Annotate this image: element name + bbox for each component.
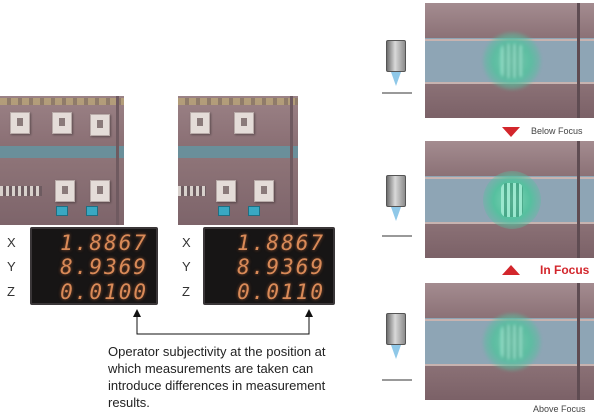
focus-spot (483, 313, 541, 371)
readout-display-right: 1.8867 8.9369 0.0110 (203, 227, 335, 305)
focus-spot (483, 171, 541, 229)
solder-pad (254, 180, 274, 202)
objective-lens-icon (382, 313, 412, 383)
readout-y-value: 8.9369 (60, 255, 148, 279)
smd-chip (248, 206, 260, 216)
readout-z-value: 0.0100 (60, 280, 148, 304)
axis-label-x: X (182, 235, 191, 250)
objective-lens-icon (382, 175, 412, 237)
solder-pad (52, 112, 72, 134)
solder-pad (234, 112, 254, 134)
axis-label-y: Y (7, 259, 16, 274)
solder-pad (216, 180, 236, 202)
readout-x-value: 1.8867 (60, 231, 148, 255)
solder-pad (90, 114, 110, 136)
solder-pad (90, 180, 110, 202)
focus-image-above (425, 283, 594, 400)
focus-label-above: Above Focus (533, 404, 586, 414)
readout-display-left: 1.8867 8.9369 0.0100 (30, 227, 158, 305)
camera-view-right (178, 96, 298, 225)
focus-spot (483, 32, 541, 90)
arrow-up-icon (502, 265, 520, 275)
focus-label-below: Below Focus (531, 126, 583, 136)
focus-image-in (425, 141, 594, 258)
objective-lens-icon (382, 40, 412, 100)
smd-chip (56, 206, 68, 216)
camera-view-left (0, 96, 124, 225)
caption-text: Operator subjectivity at the position at… (108, 344, 326, 410)
focus-image-below (425, 3, 594, 118)
readout-y-value: 8.9369 (237, 255, 325, 279)
axis-label-z: Z (7, 284, 15, 299)
solder-pad (55, 180, 75, 202)
axis-label-z: Z (182, 284, 190, 299)
readout-x-value: 1.8867 (237, 231, 325, 255)
axis-label-y: Y (182, 259, 191, 274)
solder-pad (10, 112, 30, 134)
readout-z-value: 0.0110 (237, 280, 325, 304)
smd-chip (86, 206, 98, 216)
arrow-down-icon (502, 127, 520, 137)
focus-label-in: In Focus (540, 263, 590, 277)
smd-chip (218, 206, 230, 216)
axis-label-x: X (7, 235, 16, 250)
solder-pad (190, 112, 210, 134)
